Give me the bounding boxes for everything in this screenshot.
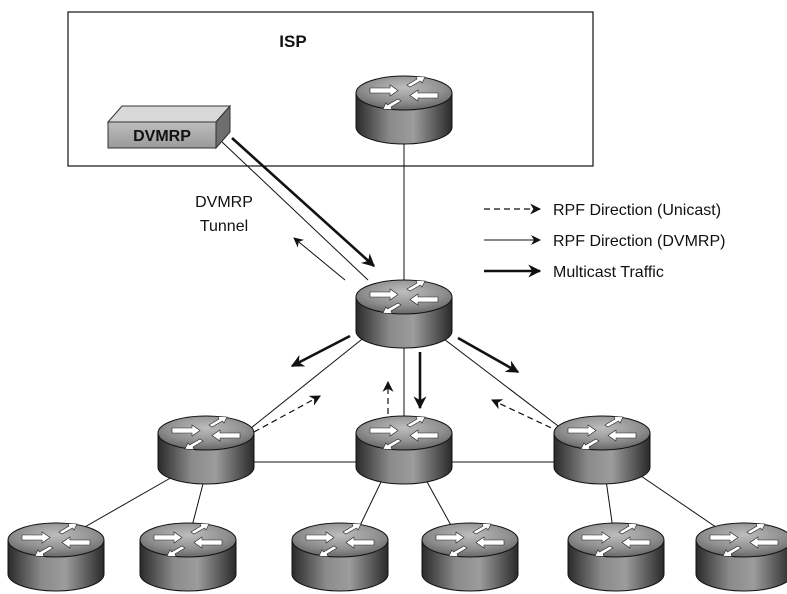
router-icon [421,522,519,592]
link-hub-left [245,335,367,433]
link-hub-right [439,335,567,433]
legend-label-unicast: RPF Direction (Unicast) [553,202,721,219]
router-icon [355,279,453,349]
rpf-dvmrp-arrow [293,237,346,281]
router-icon [355,75,453,145]
router-icon [291,522,389,592]
rpf-unicast-arrow-right [491,399,561,433]
multicast-traffic-arrow-left [290,334,351,368]
router-icon [355,415,453,485]
router-icon [567,522,665,592]
dvmrp-device-label: DVMRP [133,128,191,145]
dvmrp-tunnel-line [221,141,369,281]
router-icon [157,415,255,485]
multicast-traffic-arrow-right [457,336,520,374]
tunnel-label-line1: DVMRP [195,194,253,211]
tunnel-label-line2: Tunnel [200,218,248,235]
router-icon [695,522,787,592]
multicast-traffic-arrow-tunnel [231,137,375,267]
legend: RPF Direction (Unicast) RPF Direction (D… [484,202,725,281]
legend-label-multicast: Multicast Traffic [553,264,664,281]
isp-title: ISP [279,32,306,51]
router-icon [139,522,237,592]
dvmrp-device-icon: DVMRP [106,104,232,150]
router-icon [7,522,105,592]
legend-label-dvmrp: RPF Direction (DVMRP) [553,233,725,250]
router-icon [553,415,651,485]
rpf-unicast-arrow-left [253,395,321,433]
